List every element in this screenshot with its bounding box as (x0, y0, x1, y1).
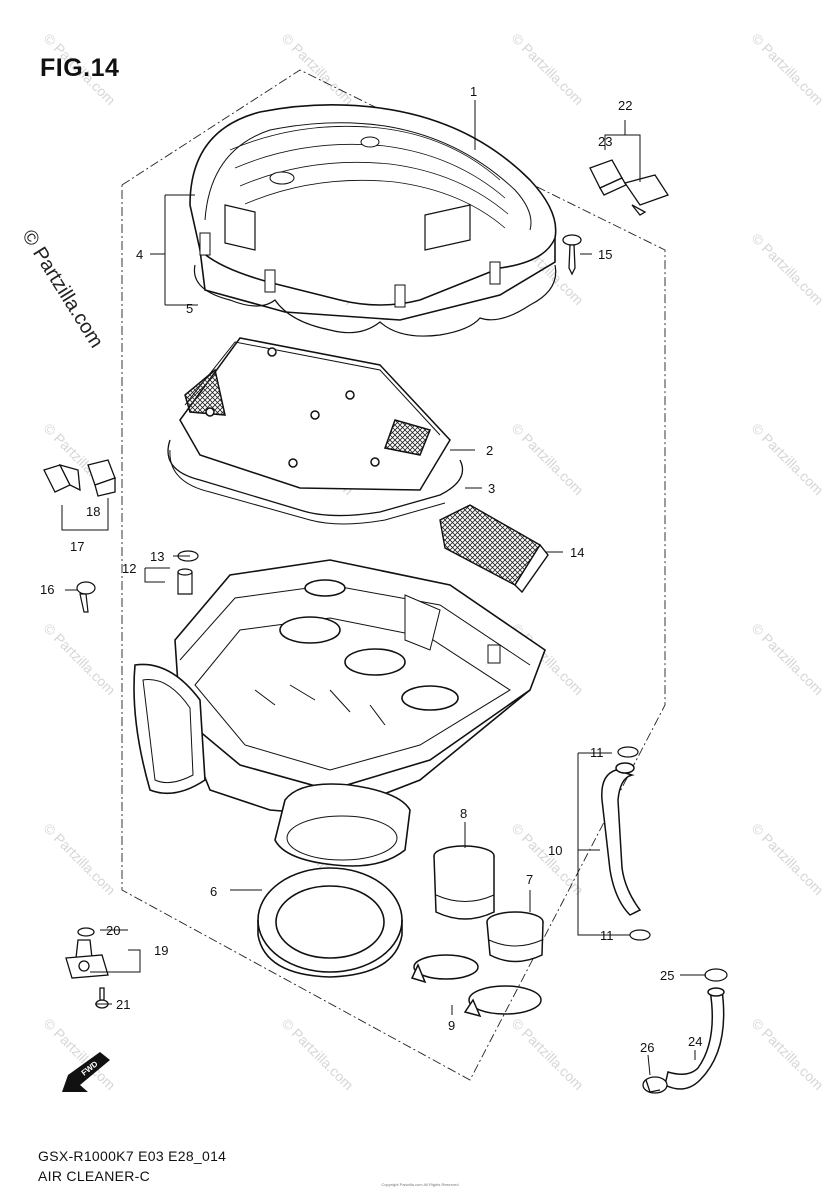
callout-15: 15 (598, 247, 612, 262)
callout-9: 9 (448, 1018, 455, 1033)
callout-25: 25 (660, 968, 674, 983)
callout-21: 21 (116, 997, 130, 1012)
figure-title: FIG.14 (40, 54, 120, 82)
callout-23: 23 (598, 134, 612, 149)
sleeve-part-8 (433, 845, 495, 920)
callout-6: 6 (210, 884, 217, 899)
leader-lines (61, 100, 706, 1076)
callout-11a: 11 (590, 745, 604, 760)
callout-22: 22 (618, 98, 632, 113)
callout-10: 10 (548, 843, 562, 858)
air-filter-element-part-2 (179, 337, 451, 491)
connector-parts-17-18 (43, 459, 116, 497)
bolt-part-16 (76, 581, 96, 613)
air-cleaner-case (133, 559, 546, 867)
callout-19: 19 (154, 943, 168, 958)
callout-5: 5 (186, 301, 193, 316)
foam-ring-part-6 (257, 867, 403, 978)
callout-26: 26 (640, 1040, 654, 1055)
copyright-note: Copyright Partzilla.com All Rights Reser… (381, 1182, 459, 1187)
figure-name: AIR CLEANER-C (38, 1168, 151, 1184)
fitting-parts-12-13 (177, 550, 199, 595)
sensor-parts-19-20-21 (65, 927, 109, 1009)
seal-part-3 (167, 439, 464, 517)
callout-13: 13 (150, 549, 164, 564)
seal-part-5 (193, 264, 557, 337)
callout-16: 16 (40, 582, 54, 597)
clamp-part-26 (642, 1076, 668, 1094)
callout-1: 1 (470, 84, 477, 99)
callout-11b: 11 (600, 928, 614, 943)
foam-part-14 (439, 504, 549, 594)
callout-18: 18 (86, 504, 100, 519)
callout-labels: 1 2 3 4 5 6 7 8 9 10 11 11 12 13 14 15 1… (40, 84, 702, 1055)
forward-direction-badge: FWD (62, 1052, 110, 1092)
assembly-outline (121, 69, 666, 1081)
callout-4: 4 (136, 247, 143, 262)
callout-3: 3 (488, 481, 495, 496)
hose-part-10 (601, 762, 642, 916)
callout-12: 12 (122, 561, 136, 576)
air-cleaner-cover-part-1 (189, 104, 557, 337)
callout-8: 8 (460, 806, 467, 821)
sleeve-part-7 (486, 911, 544, 963)
clip-part-25 (704, 968, 728, 982)
callout-2: 2 (486, 443, 493, 458)
screw-part-15 (562, 234, 582, 276)
figure-code: GSX-R1000K7 E03 E28_014 (38, 1148, 227, 1164)
callout-24: 24 (688, 1034, 702, 1049)
callout-17: 17 (70, 539, 84, 554)
callout-7: 7 (526, 872, 533, 887)
clamp-part-9 (410, 954, 542, 1018)
callout-14: 14 (570, 545, 584, 560)
callout-20: 20 (106, 923, 120, 938)
connector-parts-22-23 (589, 159, 669, 216)
